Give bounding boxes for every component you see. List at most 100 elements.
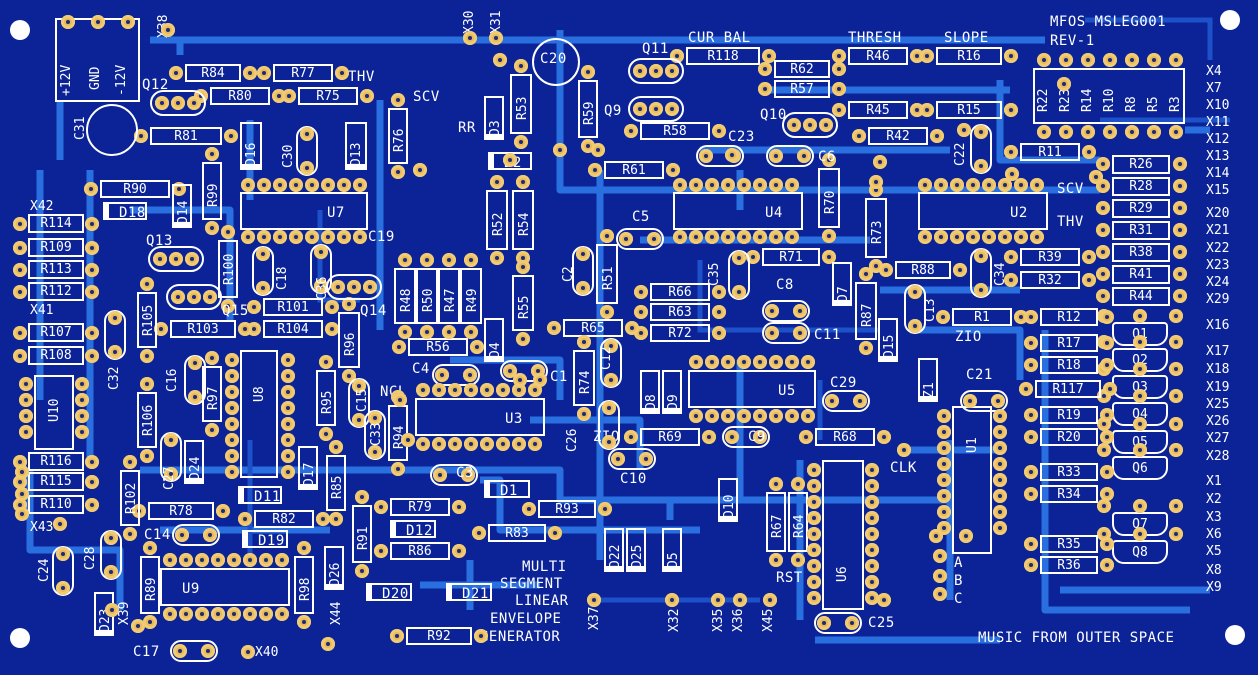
solder-pad bbox=[105, 603, 119, 617]
solder-pad bbox=[1147, 53, 1161, 67]
solder-pad bbox=[1089, 170, 1103, 184]
resistor-label: R52 bbox=[491, 212, 506, 236]
solder-pad bbox=[513, 373, 527, 387]
solder-pad bbox=[753, 409, 767, 423]
solder-pad bbox=[625, 321, 639, 335]
solder-pad bbox=[993, 521, 1007, 535]
resistor-r48: R48 bbox=[394, 268, 416, 324]
resistor-label: R98 bbox=[298, 577, 313, 601]
label-c33: C33 bbox=[369, 422, 384, 446]
diode-d8: D8 bbox=[640, 370, 660, 414]
diode-d16: D16 bbox=[240, 122, 262, 170]
diode-label: D3 bbox=[488, 120, 503, 136]
solder-pad bbox=[275, 607, 289, 621]
label-c3: C3 bbox=[456, 465, 474, 481]
solder-pad bbox=[732, 285, 746, 299]
solder-pad bbox=[666, 163, 680, 177]
solder-pad bbox=[993, 457, 1007, 471]
solder-pad bbox=[1100, 408, 1114, 422]
solder-pad bbox=[957, 123, 971, 137]
resistor-r115: R115 bbox=[28, 472, 84, 491]
resistor-r93: R93 bbox=[538, 500, 596, 518]
solder-pad bbox=[787, 118, 801, 132]
solder-pad bbox=[769, 178, 783, 192]
solder-pad bbox=[187, 96, 201, 110]
connector-x16: X16 bbox=[1206, 318, 1230, 333]
solder-pad bbox=[807, 591, 821, 605]
solder-pad bbox=[1082, 250, 1096, 264]
connector-x23: X23 bbox=[1206, 258, 1230, 273]
solder-pad bbox=[390, 629, 404, 643]
solder-pad bbox=[393, 393, 407, 407]
resistor-r26: R26 bbox=[1112, 155, 1170, 174]
solder-pad bbox=[238, 322, 252, 336]
solder-pad bbox=[974, 283, 988, 297]
board-title: MFOS MSLEG001 bbox=[1050, 14, 1167, 30]
transistor-q8: Q8 bbox=[1112, 540, 1168, 564]
solder-pad bbox=[188, 390, 202, 404]
label-c1: C1 bbox=[550, 369, 568, 385]
solder-pad bbox=[257, 230, 271, 244]
solder-pad bbox=[934, 230, 948, 244]
ic-u3: U3 bbox=[415, 398, 545, 436]
solder-pad bbox=[225, 385, 239, 399]
solder-pad bbox=[918, 178, 932, 192]
mounting-hole bbox=[10, 628, 30, 648]
solder-pad bbox=[974, 159, 988, 173]
resistor-label: R59 bbox=[582, 101, 597, 125]
resistor-r99: R99 bbox=[202, 162, 222, 220]
diode-d20: D20 bbox=[366, 583, 412, 601]
label-c12: C12 bbox=[599, 346, 614, 370]
solder-pad bbox=[793, 304, 807, 318]
connector-x29: X29 bbox=[1206, 292, 1230, 307]
solder-pad bbox=[665, 64, 679, 78]
resistor-label: R105 bbox=[141, 304, 156, 336]
solder-pad bbox=[817, 616, 831, 630]
solder-pad bbox=[1169, 125, 1183, 139]
solder-pad bbox=[725, 148, 739, 162]
connector-x17: X17 bbox=[1206, 344, 1230, 359]
connector-x35: X35 bbox=[711, 608, 726, 632]
solder-pad bbox=[85, 455, 99, 469]
solder-pad bbox=[753, 355, 767, 369]
solder-pad bbox=[953, 263, 967, 277]
solder-pad bbox=[712, 326, 726, 340]
solder-pad bbox=[281, 401, 295, 415]
label-c22: C22 bbox=[953, 142, 968, 166]
solder-pad bbox=[241, 230, 255, 244]
solder-pad bbox=[15, 507, 29, 521]
solder-pad bbox=[769, 149, 783, 163]
solder-pad bbox=[865, 559, 879, 573]
solder-pad bbox=[337, 230, 351, 244]
solder-pad bbox=[807, 527, 821, 541]
solder-pad bbox=[1037, 125, 1051, 139]
solder-pad bbox=[581, 65, 595, 79]
resistor-r96: R96 bbox=[338, 312, 360, 368]
resistor-r104: R104 bbox=[263, 320, 323, 338]
resistor-label: R97 bbox=[206, 386, 221, 410]
resistor-label: R48 bbox=[399, 288, 414, 312]
solder-pad bbox=[591, 143, 605, 157]
resistor-label: R100 bbox=[222, 253, 237, 285]
solder-pad bbox=[85, 498, 99, 512]
resistor-label: R22 bbox=[1036, 88, 1051, 112]
solder-pad bbox=[391, 165, 405, 179]
resistor-r52: R52 bbox=[486, 190, 508, 250]
solder-pad bbox=[352, 379, 366, 393]
solder-pad bbox=[243, 66, 257, 80]
solder-pad bbox=[966, 178, 980, 192]
solder-pad bbox=[123, 455, 137, 469]
solder-pad bbox=[203, 290, 217, 304]
solder-pad bbox=[464, 325, 478, 339]
solder-pad bbox=[282, 89, 296, 103]
solder-pad bbox=[1173, 267, 1187, 281]
resistor-label: R51 bbox=[601, 266, 616, 290]
resistor-label: R14 bbox=[1080, 88, 1095, 112]
solder-pad bbox=[832, 103, 846, 117]
resistor-r32: R32 bbox=[1020, 271, 1080, 289]
solder-pad bbox=[514, 59, 528, 73]
connector-x28: X28 bbox=[1206, 449, 1230, 464]
resistor-r50: R50 bbox=[416, 268, 438, 324]
resistor-r114: R114 bbox=[28, 214, 84, 233]
resistor-r110: R110 bbox=[28, 495, 84, 514]
